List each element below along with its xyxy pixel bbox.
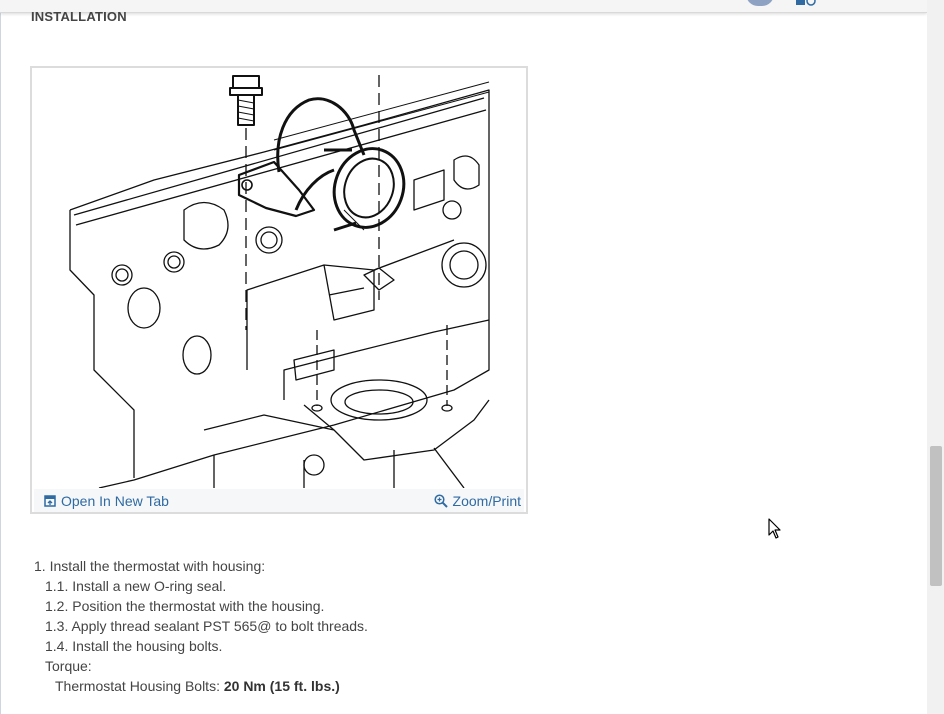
scrollbar-track[interactable]	[927, 0, 944, 714]
scrollbar-thumb[interactable]	[930, 446, 942, 586]
step-sub-4: 1.4. Install the housing bolts.	[45, 638, 223, 654]
zoom-icon	[433, 494, 448, 508]
torque-spec: Thermostat Housing Bolts: 20 Nm (15 ft. …	[34, 676, 368, 696]
mouse-cursor-icon	[768, 518, 781, 539]
step-sub-1: 1.1. Install a new O-ring seal.	[45, 578, 227, 594]
step-main: 1. Install the thermostat with housing:	[34, 558, 266, 574]
torque-value: 20 Nm (15 ft. lbs.)	[223, 678, 340, 694]
torque-label: Torque:	[45, 658, 92, 674]
open-in-new-tab-label: Open In New Tab	[61, 493, 169, 509]
section-heading: INSTALLATION	[31, 9, 127, 24]
step-sub-3: 1.3. Apply thread sealant PST 565@ to bo…	[45, 618, 368, 634]
open-in-new-tab-link[interactable]: Open In New Tab	[44, 493, 169, 509]
thermostat-housing-diagram[interactable]	[34, 70, 524, 488]
page-left-border	[0, 0, 1, 714]
zoom-print-link[interactable]: Zoom/Print	[433, 493, 521, 509]
torque-item: Thermostat Housing Bolts:	[55, 678, 224, 694]
installation-steps: 1. Install the thermostat with housing: …	[34, 556, 368, 696]
document-icon[interactable]	[795, 0, 817, 6]
avatar[interactable]	[746, 0, 774, 6]
figure-container: Open In New Tab Zoom/Print	[30, 66, 528, 514]
open-new-tab-icon	[44, 495, 56, 507]
step-sub-2: 1.2. Position the thermostat with the ho…	[45, 598, 325, 614]
zoom-print-label: Zoom/Print	[452, 493, 521, 509]
figure-footer: Open In New Tab Zoom/Print	[34, 489, 524, 512]
top-toolbar	[0, 0, 927, 13]
